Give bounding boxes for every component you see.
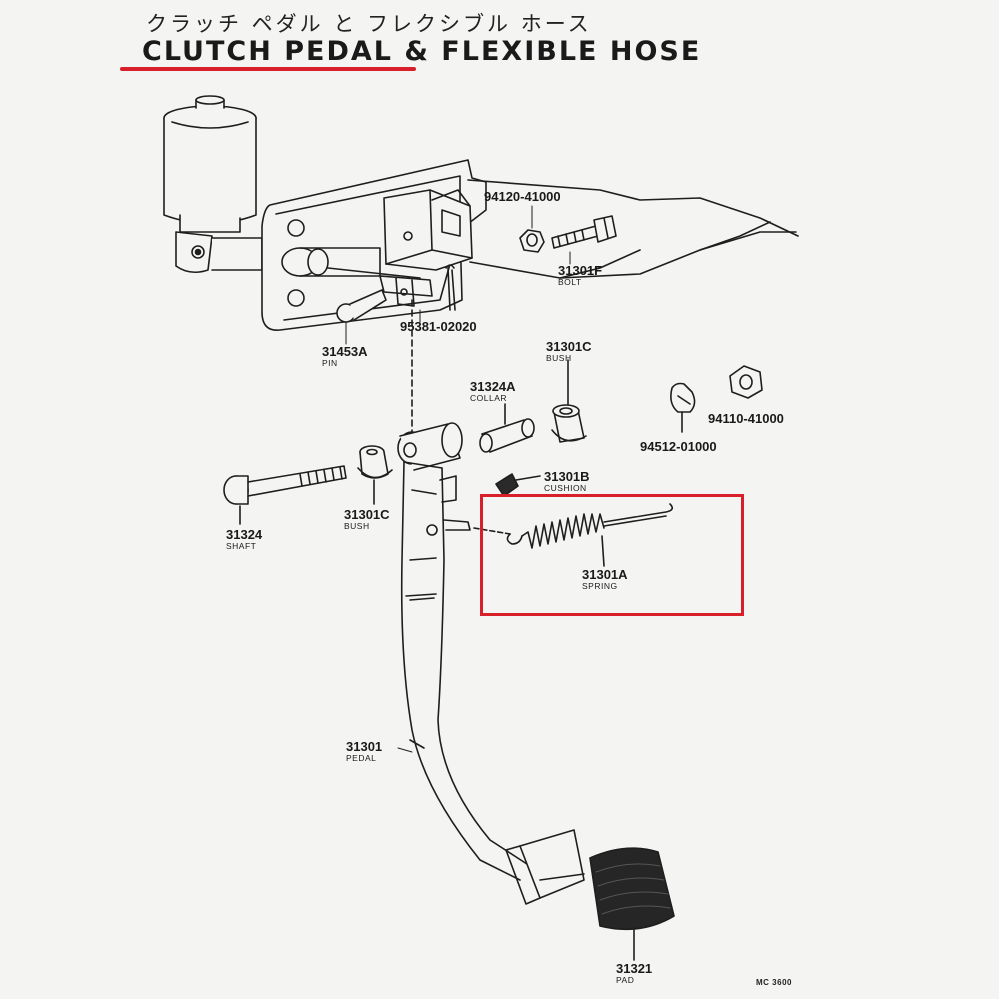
title-english: CLUTCH PEDAL & FLEXIBLE HOSE [142,36,702,67]
part-label-31301: 31301 PEDAL [346,739,383,763]
master-cylinder [163,95,291,274]
part-label-95381-02020: 95381-02020 [400,319,477,334]
part-label-31324a: 31324A COLLAR [470,379,516,403]
bush-31301c-left [357,445,393,505]
part-label-31301b: 31301B CUSHION [544,469,590,493]
part-label-31301a: 31301A SPRING [582,567,628,591]
title-japanese: クラッチ ペダル と フレクシブル ホース [146,12,592,36]
leader-lines [345,205,571,753]
part-label-31324: 31324 SHAFT [226,527,263,551]
title-red-underline [120,67,416,71]
pedal-bracket [261,159,487,331]
collar-31324a [479,403,535,453]
spring-highlight-box [480,494,744,616]
part-label-31453a: 31453A PIN [322,344,368,368]
part-label-31321: 31321 PAD [616,961,653,985]
part-label-94512-01000: 94512-01000 [640,439,717,454]
part-label-31301f: 31301F BOLT [558,263,603,287]
pedal-31301 [397,422,531,881]
pad-31321 [589,847,675,961]
body-panel [467,179,799,279]
bolt-31301f [551,215,617,249]
part-label-94120-41000: 94120-41000 [484,189,561,204]
pin-31453a [336,289,387,323]
drawing-code: MC 3600 [756,978,792,987]
spring-31301a [473,503,674,567]
nut-94110 [729,365,763,399]
shaft-31324 [223,465,347,525]
bush-31301c-top [551,359,587,443]
part-label-31301c-left: 31301C BUSH [344,507,390,531]
nut-94120 [519,229,545,253]
cushion-31301b [495,473,541,497]
pedal-pad-holder [505,829,585,905]
part-label-94110-41000: 94110-41000 [708,411,784,426]
part-label-31301c-top: 31301C BUSH [546,339,592,363]
washer-94512 [670,382,696,433]
